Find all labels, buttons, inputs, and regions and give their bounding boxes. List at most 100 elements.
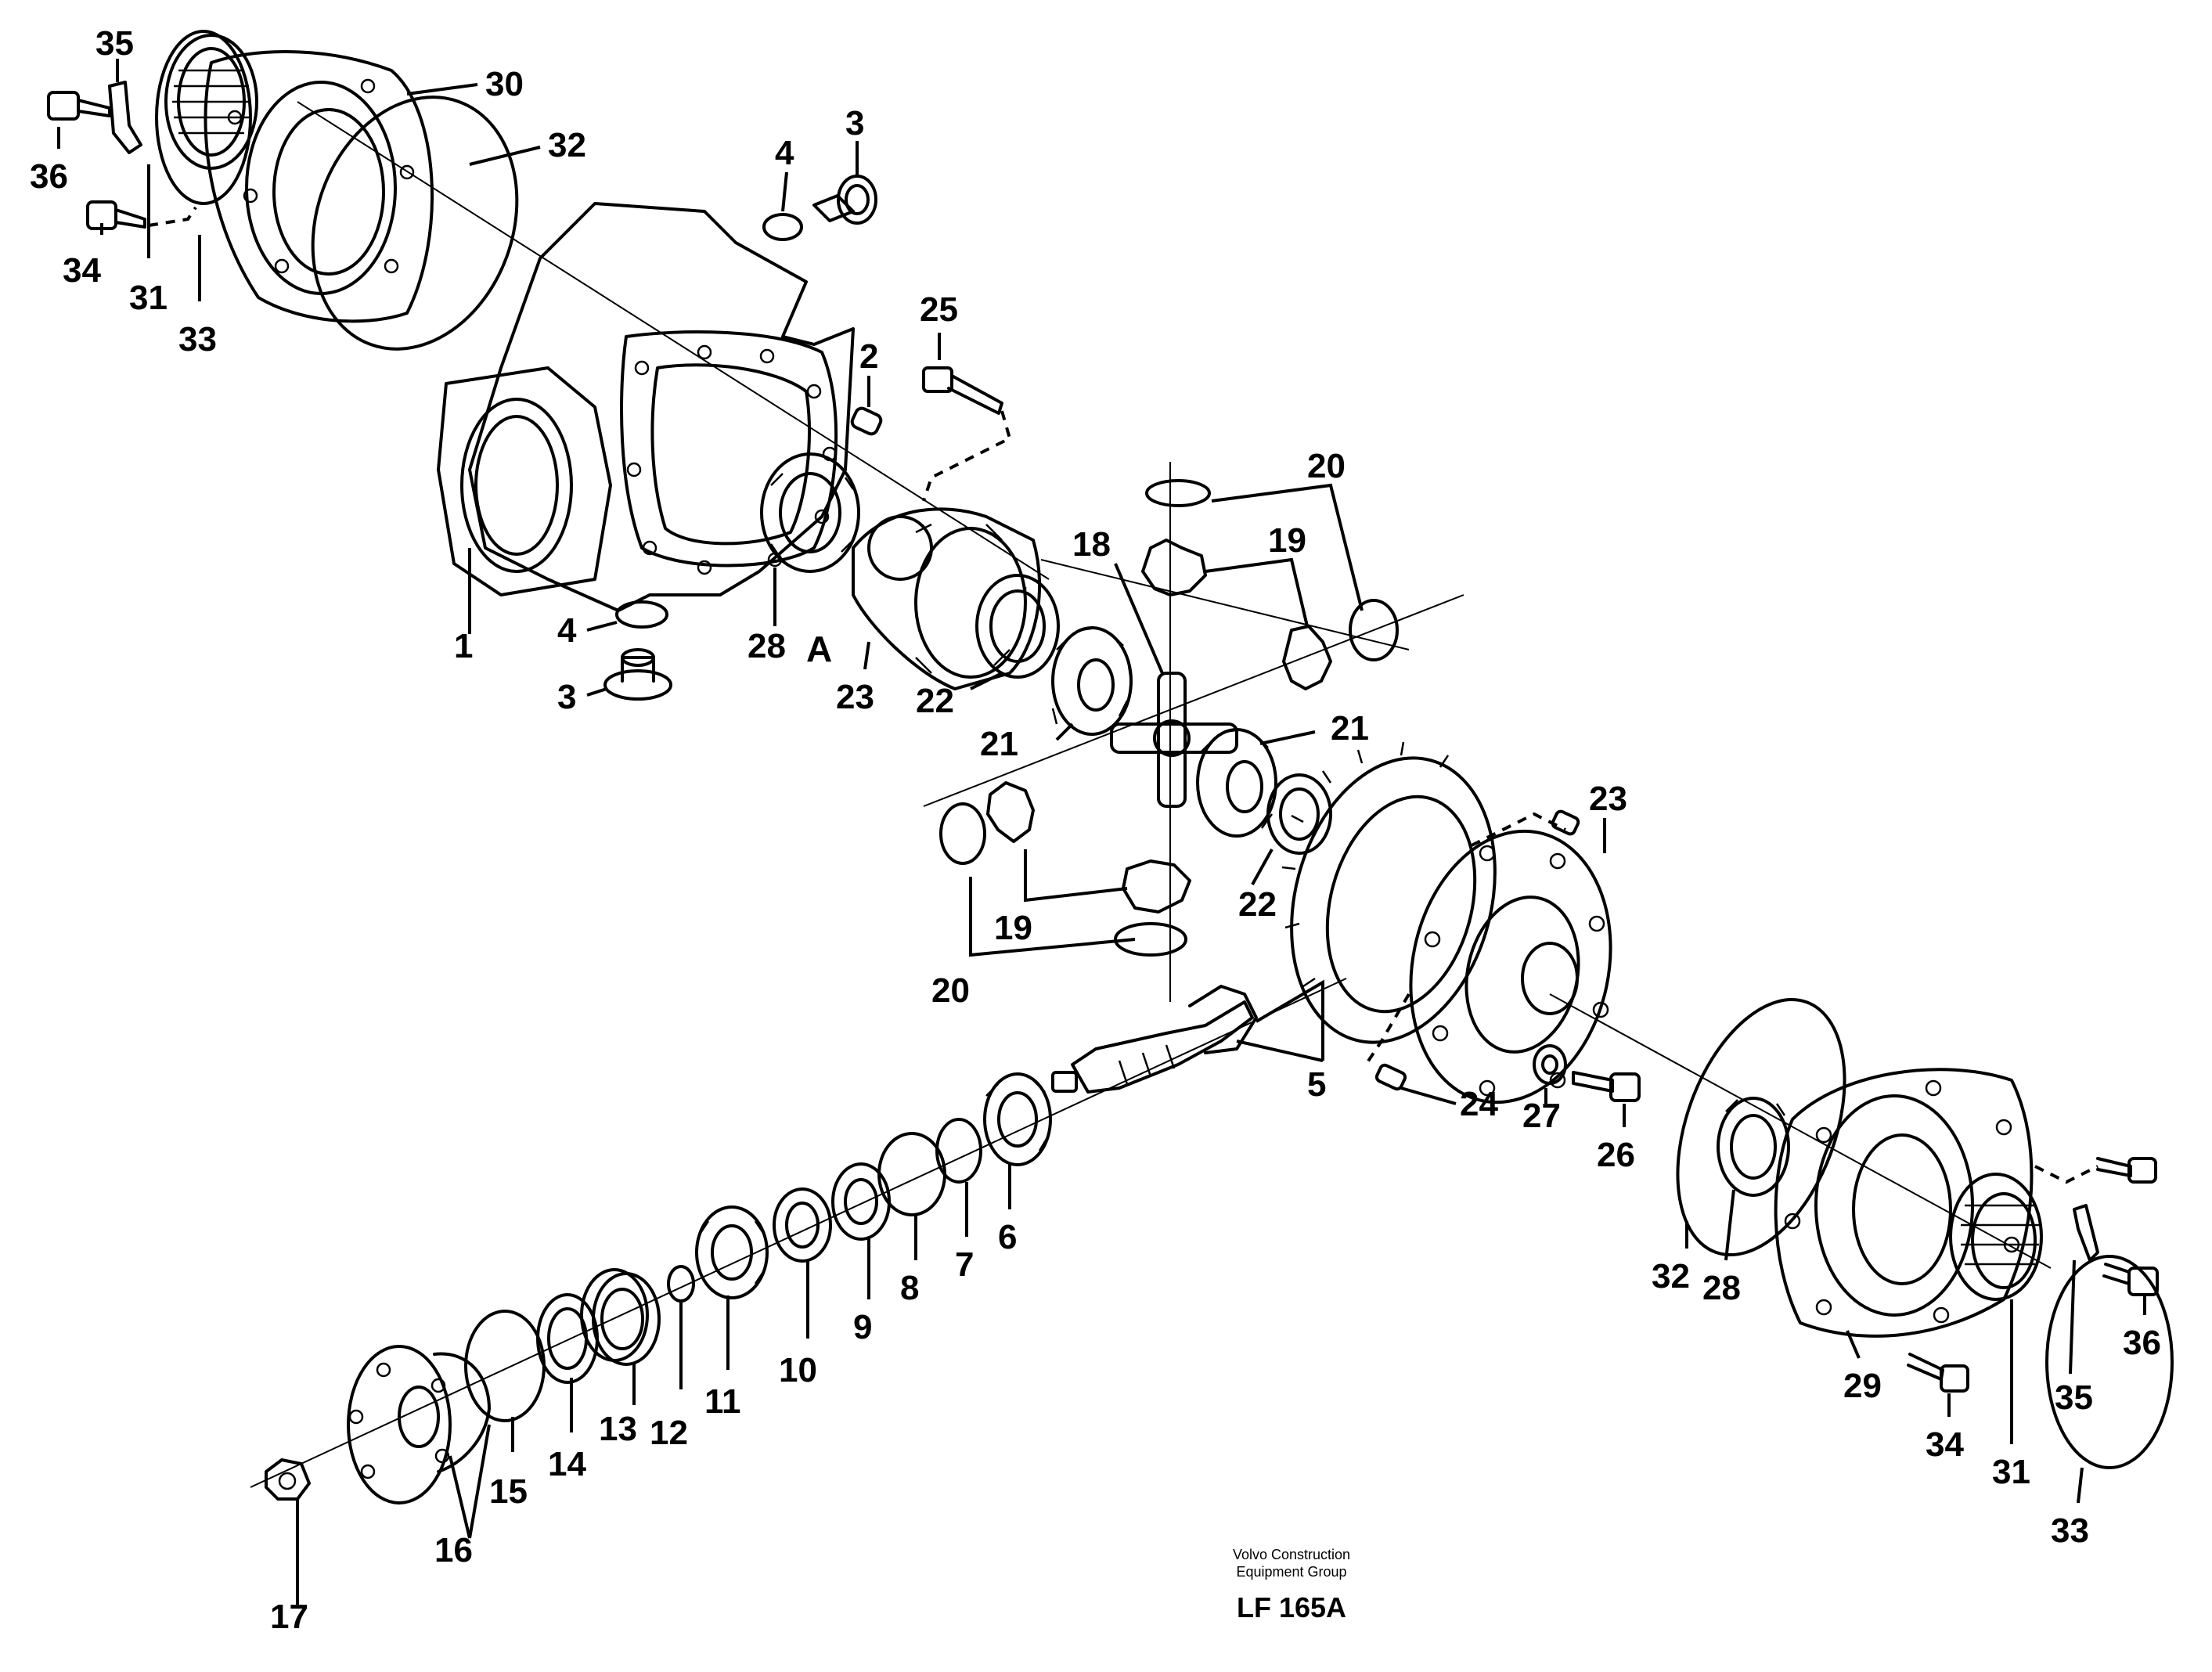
- callout-25: 25: [920, 290, 958, 329]
- callout-6: 6: [998, 1218, 1017, 1256]
- callout-3-top: 3: [845, 104, 864, 142]
- footer-company-line2: Equipment Group: [1236, 1564, 1347, 1580]
- callout-24: 24: [1460, 1085, 1498, 1123]
- bearing-cup-10: [773, 1187, 832, 1263]
- callout-17: 17: [270, 1598, 308, 1636]
- callout-15: 15: [489, 1472, 528, 1511]
- callout-35-left: 35: [95, 24, 134, 63]
- callout-22-right: 22: [1238, 885, 1277, 924]
- screw-right-34: [1907, 1353, 1969, 1393]
- callout-1: 1: [454, 627, 473, 665]
- differential-case-half-A: [852, 507, 1042, 690]
- callout-13: 13: [599, 1410, 637, 1448]
- screw-left-36: [47, 91, 111, 121]
- callout-29: 29: [1843, 1367, 1882, 1405]
- bolt-24: [1364, 993, 1410, 1091]
- shim-left: [155, 30, 252, 205]
- adjusting-nut-left: [164, 34, 258, 170]
- callout-16: 16: [434, 1531, 473, 1569]
- differential-case-half-23: [1409, 829, 1612, 1104]
- callout-21-left: 21: [980, 725, 1018, 763]
- callout-20-bottom: 20: [931, 971, 970, 1010]
- bearing-right-28: [1717, 1097, 1790, 1197]
- pinion-gear-19-bottom: [1122, 859, 1191, 913]
- washer-20-left: [939, 802, 986, 865]
- thrust-washer-22-right-inner: [1279, 787, 1320, 841]
- callout-35-right: 35: [2055, 1378, 2093, 1417]
- callout-labels: 35 30 32 36 34 31 33 4 3 25 2 20 19 18 1…: [30, 24, 2161, 1636]
- washer-20-right: [1349, 599, 1399, 661]
- callout-28-left: 28: [748, 627, 786, 665]
- screw-upper-right: [2034, 1157, 2157, 1184]
- spacer-9: [831, 1162, 891, 1241]
- callout-36-right: 36: [2123, 1324, 2161, 1362]
- callout-31-left: 31: [129, 279, 168, 317]
- callout-3-bottom: 3: [557, 678, 576, 716]
- footer-company-line1: Volvo Construction: [1232, 1547, 1351, 1562]
- callout-28-right: 28: [1702, 1269, 1741, 1307]
- bolt-dash-path-right: [1471, 812, 1566, 847]
- bearing-left-28: [760, 452, 860, 573]
- callout-23-left: 23: [836, 678, 874, 716]
- callout-9: 9: [853, 1308, 872, 1346]
- pinion-gear-19-left: [986, 781, 1035, 843]
- dowel-right: [1551, 809, 1580, 836]
- callout-19-bottom: 19: [994, 909, 1032, 947]
- callout-8: 8: [900, 1269, 919, 1307]
- nut-17: [265, 1458, 311, 1501]
- bearing-cap-right-29: [1774, 1068, 2034, 1338]
- lock-plate-left: [108, 81, 142, 154]
- dust-cover-15: [464, 1310, 546, 1422]
- sleeve-14: [536, 1293, 599, 1384]
- callout-2: 2: [859, 337, 878, 376]
- callout-32-right: 32: [1652, 1257, 1690, 1295]
- washer-20-top: [1145, 479, 1211, 507]
- shim-7: [935, 1118, 982, 1184]
- thrust-washer-22-right: [1266, 773, 1332, 855]
- pinion-gear-19-right: [1282, 625, 1332, 690]
- bearing-11: [695, 1205, 769, 1299]
- side-gear-21-left: [1051, 626, 1133, 736]
- callout-27: 27: [1522, 1097, 1561, 1135]
- ring-gear: [1281, 741, 1497, 1044]
- callout-14: 14: [548, 1445, 586, 1483]
- screw-left-34: [86, 200, 197, 230]
- washer-27: [1533, 1044, 1567, 1085]
- callout-36-left: 36: [30, 157, 68, 196]
- screw-right-36: [2102, 1263, 2159, 1296]
- shim-right-33: [2045, 1255, 2174, 1469]
- callout-12: 12: [650, 1414, 688, 1452]
- callout-33-left: 33: [178, 320, 217, 359]
- callout-4-bottom: 4: [557, 611, 577, 650]
- pinion-gear-19-top: [1141, 539, 1207, 596]
- lock-plate-right-35: [2073, 1204, 2099, 1262]
- callout-33-right: 33: [2051, 1512, 2089, 1550]
- bearing-6: [983, 1072, 1052, 1166]
- thrust-washer-22-left: [975, 574, 1060, 679]
- callout-5: 5: [1307, 1065, 1326, 1104]
- callout-30: 30: [485, 65, 524, 103]
- washer-20-bottom: [1114, 922, 1187, 957]
- washer-bottom-4: [615, 600, 668, 629]
- callout-10: 10: [779, 1351, 817, 1389]
- callout-23-right: 23: [1589, 780, 1627, 818]
- drive-pinion-5: [1051, 985, 1258, 1094]
- figure-code: LF 165A: [1236, 1591, 1347, 1623]
- washer-top-4: [762, 213, 803, 241]
- callout-19-top: 19: [1268, 521, 1306, 560]
- thrust-washer-22-left-inner: [989, 589, 1046, 663]
- dowel-pin-2: [850, 406, 883, 436]
- bolt-25: [922, 366, 1012, 502]
- plug-top-3: [812, 175, 877, 225]
- callout-26: 26: [1597, 1136, 1635, 1174]
- o-ring-right-32: [1676, 997, 1846, 1257]
- callout-A: A: [806, 629, 832, 669]
- o-ring-left: [311, 95, 519, 351]
- companion-flange-16: [347, 1345, 491, 1504]
- callout-22-left: 22: [916, 682, 954, 720]
- adjusting-nut-right-31: [1949, 1173, 2043, 1301]
- callout-21-right: 21: [1331, 709, 1369, 748]
- callout-4-top: 4: [775, 134, 794, 172]
- callout-11: 11: [704, 1382, 741, 1421]
